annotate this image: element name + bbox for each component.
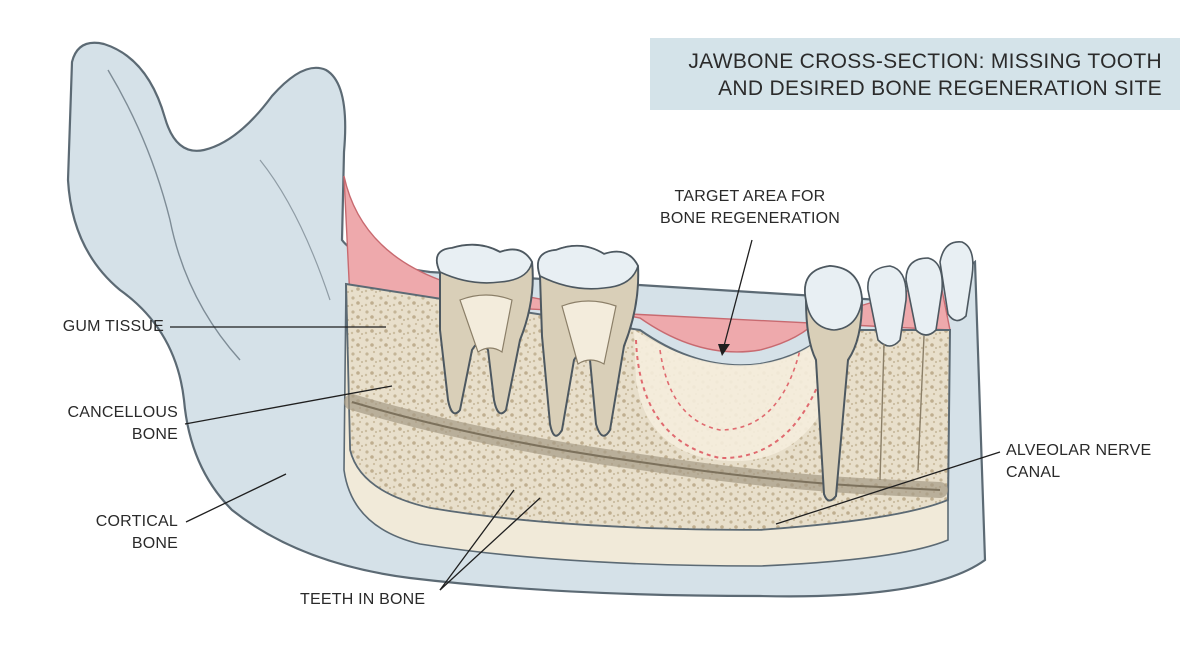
leader-teeth-1 <box>439 489 515 591</box>
premolar <box>804 264 864 502</box>
diagram-title: JAWBONE CROSS-SECTION: MISSING TOOTH AND… <box>650 38 1180 110</box>
leader-teeth-2 <box>439 497 541 591</box>
label-alveolar-nerve-canal: ALVEOLAR NERVE CANAL <box>1006 442 1152 481</box>
leader-nerve <box>775 451 1001 525</box>
label-teeth-in-bone: TEETH IN BONE <box>300 591 426 608</box>
molar-2 <box>537 244 640 437</box>
label-target-area: TARGET AREA FOR BONE REGENERATION <box>659 188 841 227</box>
label-cancellous-bone: CANCELLOUS BONE <box>67 404 178 443</box>
ramus-contour <box>107 69 241 361</box>
alveolar-nerve-canal-line <box>351 401 941 491</box>
incisors <box>867 241 974 481</box>
target-dashed-inner <box>659 349 801 431</box>
leader-cancellous <box>184 385 393 425</box>
label-gum-tissue: GUM TISSUE <box>62 318 164 335</box>
leader-target <box>723 239 753 347</box>
ramus-contour-2 <box>259 159 331 301</box>
label-cortical-bone: CORTICAL BONE <box>95 513 178 552</box>
leader-target-arrow <box>718 344 730 356</box>
target-area-shape <box>634 330 832 462</box>
title-line-1: JAWBONE CROSS-SECTION: MISSING TOOTH <box>688 50 1162 73</box>
title-line-2: AND DESIRED BONE REGENERATION SITE <box>718 77 1162 100</box>
leader-cortical <box>185 473 287 523</box>
molar-1 <box>436 243 534 415</box>
title-background <box>650 38 1180 110</box>
cortical-rim <box>343 283 949 567</box>
leader-lines <box>170 239 1001 591</box>
